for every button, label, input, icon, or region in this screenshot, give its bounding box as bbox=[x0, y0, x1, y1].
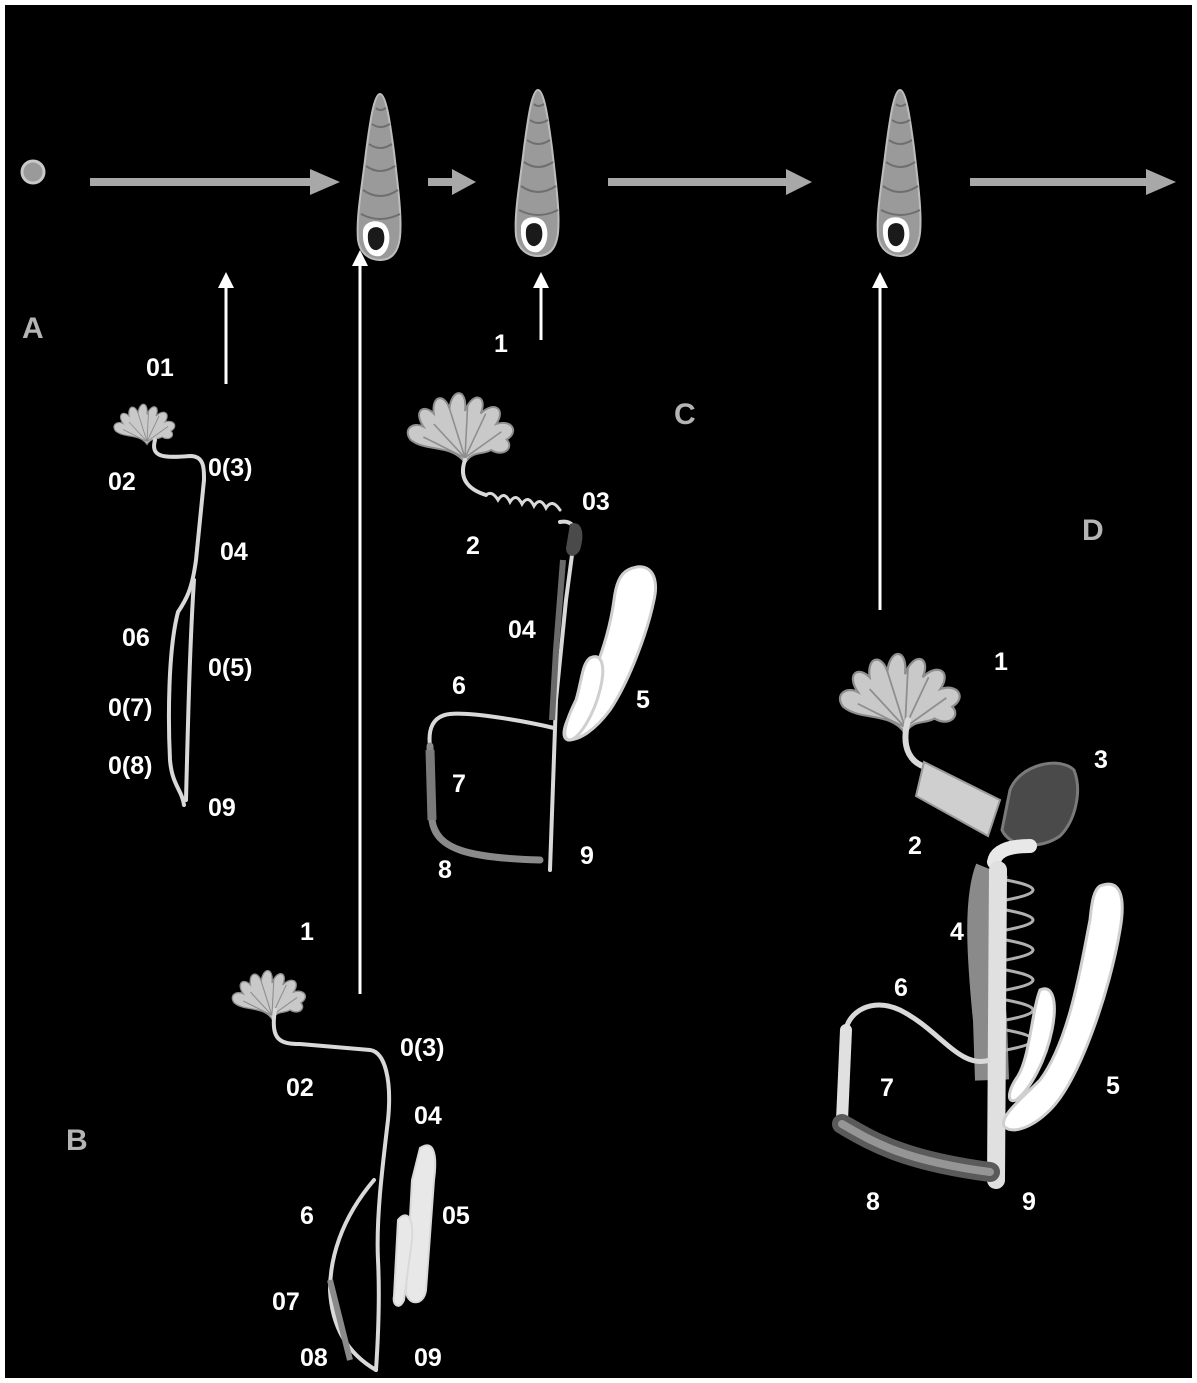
label-b-03: 0(3) bbox=[400, 1034, 444, 1062]
label-b-09: 09 bbox=[414, 1344, 442, 1372]
stage-d-letter: D bbox=[1082, 514, 1104, 547]
label-c-04: 04 bbox=[508, 616, 536, 644]
shell-icon bbox=[516, 90, 559, 256]
label-c-7: 7 bbox=[452, 770, 466, 798]
label-d-7: 7 bbox=[880, 1074, 894, 1102]
label-b-05: 05 bbox=[442, 1202, 470, 1230]
label-d-4: 4 bbox=[950, 918, 964, 946]
stage-c-letter: C bbox=[674, 398, 696, 431]
pointer-arrows bbox=[218, 250, 888, 994]
label-b-04: 04 bbox=[414, 1102, 442, 1130]
label-c-5: 5 bbox=[636, 686, 650, 714]
label-b-07: 07 bbox=[272, 1288, 300, 1316]
label-a-05: 0(5) bbox=[208, 654, 252, 682]
stage-a-letter: A bbox=[22, 312, 44, 345]
shell-icon bbox=[358, 94, 401, 260]
label-b-02: 02 bbox=[286, 1074, 314, 1102]
stage-b-organ bbox=[232, 971, 435, 1370]
label-c-6: 6 bbox=[452, 672, 466, 700]
arrow-icon bbox=[970, 169, 1176, 195]
label-d-8: 8 bbox=[866, 1188, 880, 1216]
label-a-06: 06 bbox=[122, 624, 150, 652]
label-d-5: 5 bbox=[1106, 1072, 1120, 1100]
label-c-1: 1 bbox=[494, 330, 508, 358]
label-d-1: 1 bbox=[994, 648, 1008, 676]
shell-icon bbox=[878, 90, 921, 256]
stage-a-labels: A 01 02 0(3) 04 06 0(5) 0(7) 0(8) 09 bbox=[22, 312, 252, 822]
arrow-icon bbox=[90, 169, 340, 195]
label-c-03: 03 bbox=[582, 488, 610, 516]
label-c-2: 2 bbox=[466, 532, 480, 560]
label-b-6: 6 bbox=[300, 1202, 314, 1230]
label-a-02: 02 bbox=[108, 468, 136, 496]
label-b-08: 08 bbox=[300, 1344, 328, 1372]
arrow-icon bbox=[428, 169, 476, 195]
label-a-04: 04 bbox=[220, 538, 248, 566]
label-a-08: 0(8) bbox=[108, 752, 152, 780]
label-d-2: 2 bbox=[908, 832, 922, 860]
label-b-1: 1 bbox=[300, 918, 314, 946]
label-a-01: 01 bbox=[146, 354, 174, 382]
stage-b-letter: B bbox=[66, 1124, 88, 1157]
label-c-9: 9 bbox=[580, 842, 594, 870]
label-a-09: 09 bbox=[208, 794, 236, 822]
label-c-8: 8 bbox=[438, 856, 452, 884]
arrow-icon bbox=[608, 169, 812, 195]
egg-icon bbox=[22, 161, 44, 183]
label-d-6: 6 bbox=[894, 974, 908, 1002]
label-d-3: 3 bbox=[1094, 746, 1108, 774]
label-a-07: 0(7) bbox=[108, 694, 152, 722]
stage-a-organ bbox=[114, 404, 204, 805]
label-d-9: 9 bbox=[1022, 1188, 1036, 1216]
label-a-03: 0(3) bbox=[208, 454, 252, 482]
timeline bbox=[22, 90, 1176, 260]
